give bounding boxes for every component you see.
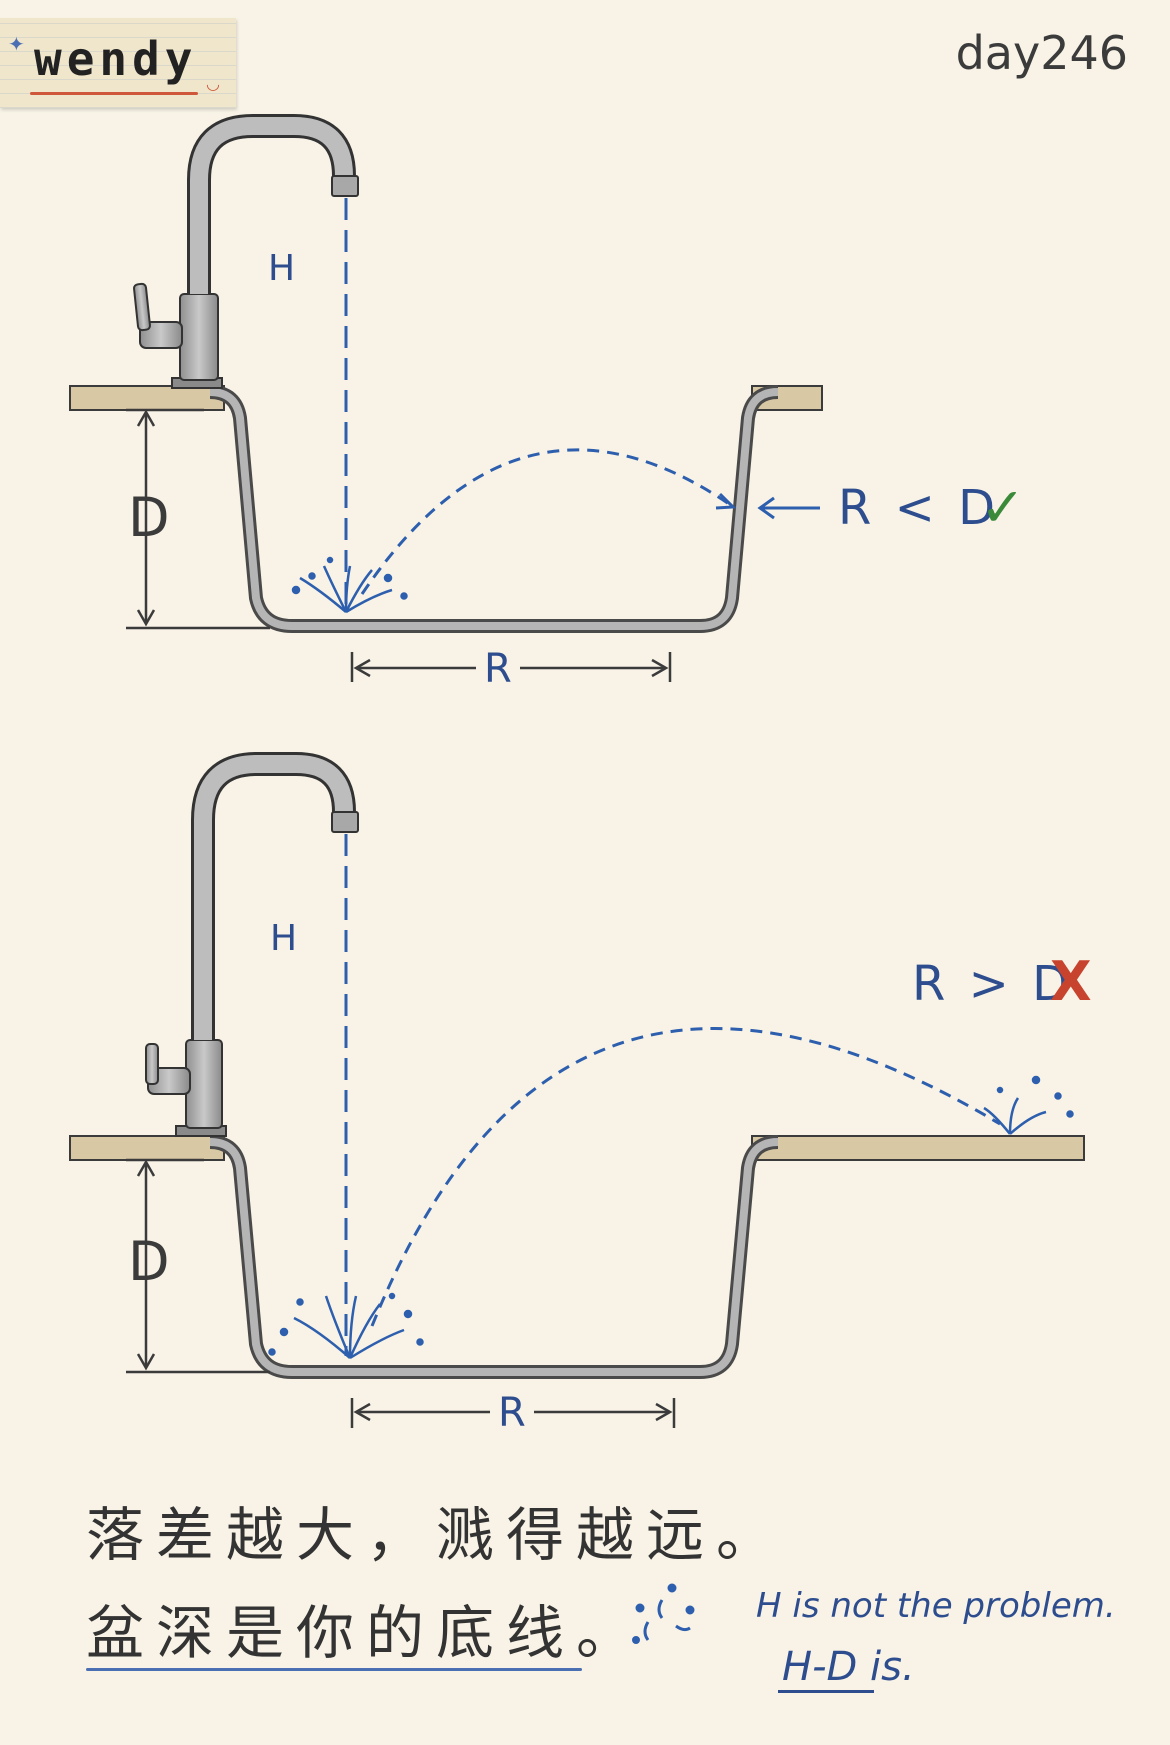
bottom-verdict: R > D bbox=[912, 956, 1074, 1012]
caption-line-1: 落差越大，溅得越远。 bbox=[86, 1501, 787, 1569]
bottom-splash bbox=[268, 1292, 424, 1360]
caption-drops-icon bbox=[632, 1583, 695, 1644]
author-underline bbox=[30, 92, 198, 95]
caption-underline bbox=[86, 1668, 582, 1671]
bottom-range-label: R bbox=[498, 1390, 526, 1436]
bottom-countertop bbox=[69, 1135, 225, 1161]
bottom-sink-basin bbox=[209, 1135, 779, 1379]
note-line-2: H-D is. bbox=[782, 1644, 915, 1690]
check-icon: ✓ bbox=[980, 476, 1026, 539]
bottom-countertop-right bbox=[751, 1135, 1085, 1161]
top-splash-trajectory bbox=[360, 448, 733, 595]
top-range-arrow bbox=[350, 652, 672, 682]
counter-splash bbox=[983, 1075, 1074, 1135]
author-tag: ✦ wendy ◡ bbox=[0, 18, 236, 108]
top-sink-diagram bbox=[69, 114, 823, 682]
bottom-depth-label: D bbox=[128, 1230, 170, 1293]
top-height-label: H bbox=[268, 248, 296, 289]
bottom-range-arrow bbox=[350, 1398, 676, 1428]
top-depth-label: D bbox=[128, 486, 170, 549]
top-depth-arrow bbox=[126, 408, 270, 630]
top-verdict: R < D bbox=[838, 480, 1000, 536]
top-countertop bbox=[69, 385, 225, 411]
caption-line-2: 盆深是你的底线。 bbox=[86, 1599, 647, 1667]
top-splash bbox=[291, 556, 408, 614]
bottom-splash-trajectory bbox=[370, 1027, 1001, 1327]
bottom-height-label: H bbox=[270, 918, 298, 959]
bottom-faucet bbox=[145, 752, 359, 1137]
author-name: wendy bbox=[34, 32, 198, 86]
bottom-sink-diagram bbox=[69, 752, 1085, 1428]
day-counter: day246 bbox=[955, 26, 1128, 80]
cross-icon: X bbox=[1050, 950, 1092, 1013]
sparkle-icon: ✦ bbox=[8, 32, 25, 56]
top-range-label: R bbox=[484, 646, 512, 692]
bottom-depth-arrow bbox=[126, 1158, 270, 1374]
top-faucet bbox=[133, 114, 359, 389]
smile-icon: ◡ bbox=[206, 74, 220, 93]
top-verdict-pointer bbox=[757, 496, 820, 520]
note-underline bbox=[778, 1690, 874, 1693]
note-line-1: H is not the problem. bbox=[756, 1586, 1116, 1626]
